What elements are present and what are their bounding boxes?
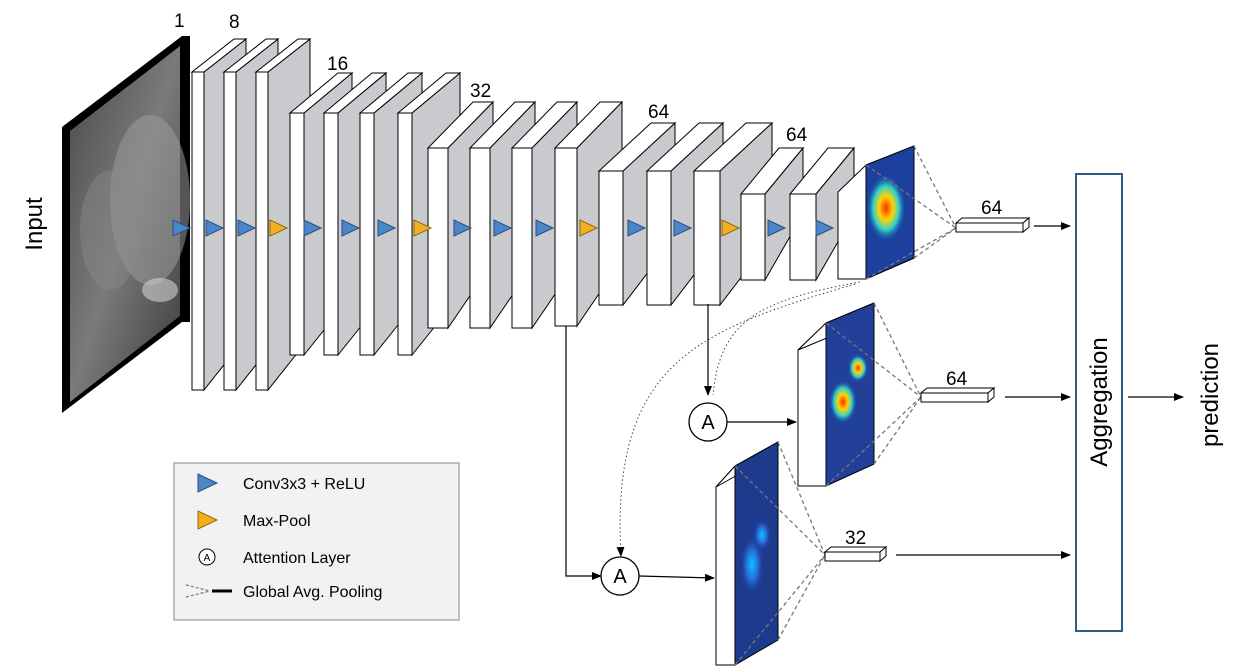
channel-label-64a: 64: [648, 102, 670, 123]
feature-vector-bottom: [823, 545, 888, 563]
channel-label-16: 16: [327, 54, 348, 75]
skip-connections: [565, 222, 1184, 582]
attention-node-lower-label: A: [613, 566, 627, 588]
conv-arrow: [237, 219, 257, 237]
conv-arrow: [627, 219, 647, 237]
conv-arrow: [673, 219, 693, 237]
attention-node-upper: A: [688, 402, 728, 442]
legend-conv-label: Conv3x3 + ReLU: [243, 476, 365, 493]
attention-icon-label: A: [204, 553, 211, 564]
channel-label-64b: 64: [786, 125, 808, 146]
conv-arrow: [493, 219, 513, 237]
feature-vector-top: [954, 216, 1031, 234]
conv-arrow: [453, 219, 473, 237]
legend: Conv3x3 + ReLU Max-Pool A Attention Laye…: [173, 462, 460, 621]
conv-arrow: [815, 219, 835, 237]
legend-gap-label: Global Avg. Pooling: [243, 584, 382, 601]
pool-arrow-icon: [197, 510, 219, 530]
max-pool-arrow: [721, 219, 741, 237]
conv-arrow: [205, 219, 225, 237]
attention-node-upper-label: A: [701, 412, 715, 434]
channel-label-32: 32: [470, 81, 491, 102]
aggregation-box: [1075, 173, 1123, 632]
conv-block: [788, 146, 856, 282]
layer-operation-arrows: [172, 219, 835, 237]
gap-fans: [734, 145, 957, 666]
attention-node-lower: A: [600, 556, 640, 596]
conv-arrow: [377, 219, 397, 237]
channel-label-8: 8: [229, 12, 240, 33]
vector-label-top: 64: [981, 198, 1003, 219]
max-pool-arrow: [579, 219, 599, 237]
legend-box: [173, 462, 460, 621]
heatmap-top: [837, 145, 915, 280]
conv-block: [739, 146, 805, 282]
channel-label-1: 1: [174, 11, 185, 32]
conv-arrow: [303, 219, 323, 237]
prediction-label: prediction: [1197, 343, 1224, 447]
conv-arrow: [535, 219, 555, 237]
gap-icon: [185, 584, 232, 598]
vector-label-middle: 64: [946, 369, 968, 390]
legend-pool-label: Max-Pool: [243, 513, 311, 530]
aggregation-label: Aggregation: [1086, 337, 1113, 466]
heatmap-middle: [797, 302, 875, 487]
conv-arrow-icon: [197, 473, 219, 493]
legend-attention-label: Attention Layer: [243, 550, 351, 567]
heatmap-bottom: [715, 441, 779, 666]
attention-icon: A: [198, 548, 216, 566]
feature-vector-middle: [919, 386, 996, 404]
conv-arrow: [172, 219, 192, 237]
conv-arrow: [341, 219, 361, 237]
conv-arrow: [767, 219, 787, 237]
conv-blocks: [190, 37, 856, 392]
input-label: Input: [21, 197, 48, 251]
max-pool-arrow: [413, 219, 433, 237]
vector-label-bottom: 32: [845, 528, 866, 549]
input-image: [62, 36, 190, 413]
max-pool-arrow: [269, 219, 289, 237]
